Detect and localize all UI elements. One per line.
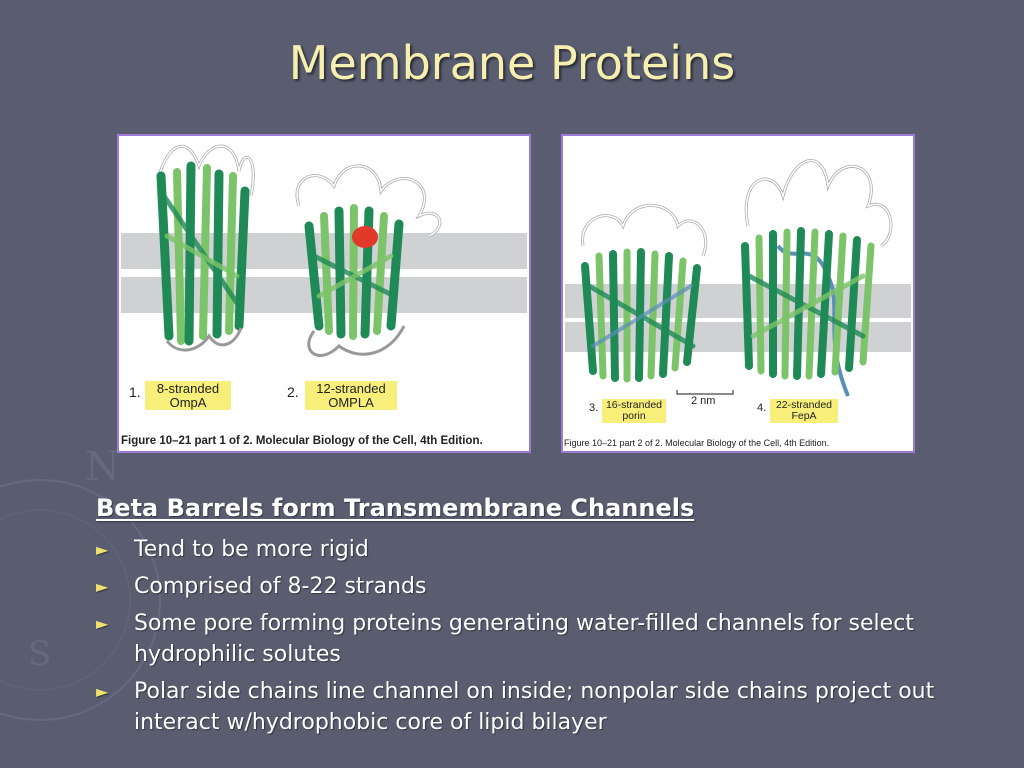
bullet-item: ► Some pore forming proteins generating … <box>96 608 976 670</box>
bullet-text: Tend to be more rigid <box>134 537 369 562</box>
label-line: 16-stranded <box>605 399 663 411</box>
slide-title: Membrane Proteins <box>288 36 736 90</box>
label-line: 8-stranded <box>156 381 220 396</box>
beta-barrel-illustration-ompa-ompla <box>121 144 527 357</box>
figure-caption: Figure 10–21 part 2 of 2. Molecular Biol… <box>564 438 830 448</box>
label-line: 12-stranded <box>316 381 386 396</box>
item-number: 4. <box>757 402 767 414</box>
figure-caption: Figure 10–21 part 1 of 2. Molecular Biol… <box>121 435 483 447</box>
bullet-text: Comprised of 8-22 strands <box>134 574 427 599</box>
bullet-list: ► Tend to be more rigid ► Comprised of 8… <box>96 534 976 744</box>
triangle-right-icon: ► <box>96 682 109 701</box>
label-line: 22-stranded <box>775 399 833 411</box>
bullet-text: Polar side chains line channel on inside… <box>134 679 935 735</box>
item-number: 3. <box>589 402 599 414</box>
svg-text:S: S <box>28 634 51 674</box>
item-number: 1. <box>129 384 141 400</box>
label-ompa: 8-stranded OmpA <box>145 381 231 411</box>
svg-text:N: N <box>85 444 120 490</box>
section-heading: Beta Barrels form Transmembrane Channels <box>96 494 695 522</box>
figure-beta-barrels-part-1: 1. 8-stranded OmpA 2. 12-stranded OMPLA … <box>117 134 531 453</box>
label-line: OmpA <box>169 394 207 410</box>
triangle-right-icon: ► <box>96 577 109 596</box>
label-line: OMPLA <box>328 394 374 410</box>
beta-barrel-illustration-porin-fepa <box>565 159 911 397</box>
label-ompla: 12-stranded OMPLA <box>305 381 397 411</box>
item-number: 2. <box>287 384 299 400</box>
label-fepa: 22-stranded FepA <box>770 399 838 424</box>
bullet-item: ► Polar side chains line channel on insi… <box>96 676 976 738</box>
triangle-right-icon: ► <box>96 540 109 559</box>
label-porin: 16-stranded porin <box>602 399 666 424</box>
bullet-item: ► Tend to be more rigid <box>96 534 976 565</box>
bullet-text: Some pore forming proteins generating wa… <box>134 611 914 667</box>
scale-bar-label: 2 nm <box>691 395 716 407</box>
label-line: FepA <box>791 410 817 423</box>
label-line: porin <box>622 410 646 423</box>
figure-beta-barrels-part-2: 2 nm 3. 16-stranded porin 4. 22-stranded… <box>561 134 915 453</box>
bullet-item: ► Comprised of 8-22 strands <box>96 571 976 602</box>
triangle-right-icon: ► <box>96 614 109 633</box>
